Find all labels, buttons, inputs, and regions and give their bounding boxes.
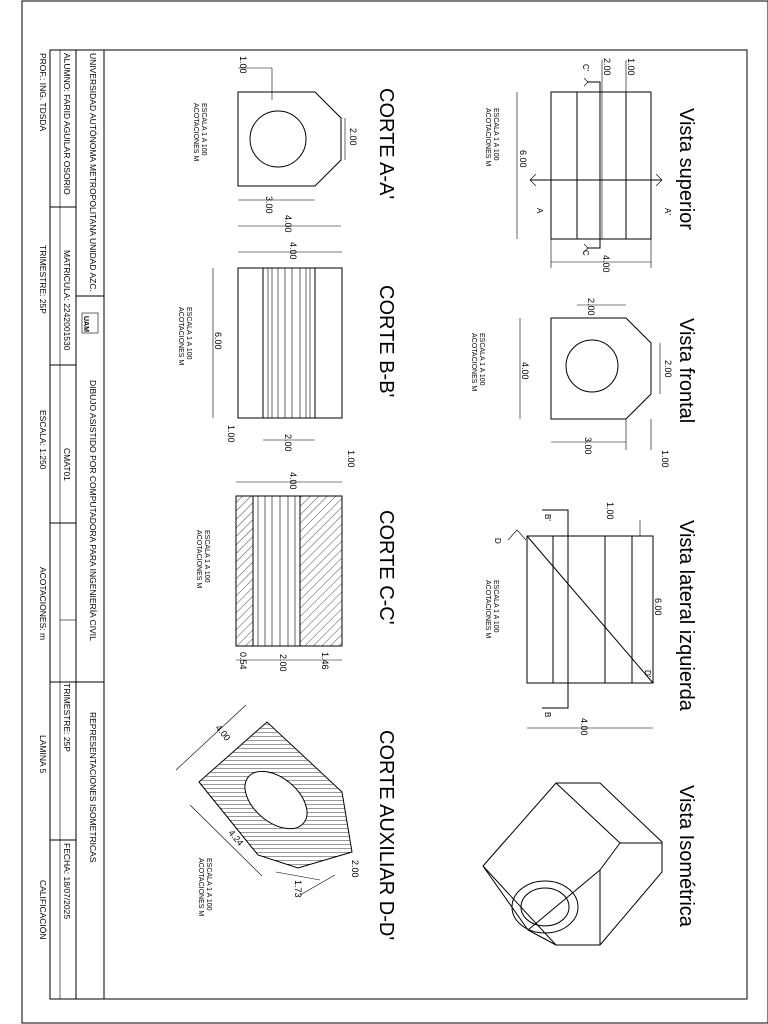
escala: ESCALA: 1:250 [38,410,48,470]
lamina: LAMINA 5 [38,735,48,774]
dim-fro-200b: 2.00 [663,360,673,378]
marker-b: B [543,712,552,717]
scale-note-fro: ESCALA 1 A 100 [478,333,485,386]
dim-sup-600: 6.00 [518,150,528,168]
dim-dd-173: 1.73 [293,880,303,898]
title-corte-cc: CORTE C-C' [375,510,397,625]
dim-lat-600: 6.00 [653,598,663,616]
matricula: MATRICULA: 2242001530 [62,250,72,351]
course-name: DIBUJO ASISTIDO POR COMPUTADORA PARA ING… [88,380,98,641]
dim-aa-300: 3.00 [264,196,274,214]
frame-border [49,49,748,1000]
scale-note-sup: ESCALA 1 A 100 [492,108,499,161]
dim-bb-100a: 1.00 [226,425,236,443]
title-corte-bb: CORTE B-B' [375,285,397,397]
dim-dd-200: 2.00 [350,860,360,878]
dim-cc-400: 4.00 [288,472,298,490]
vista-superior [516,60,663,268]
title-vista-lateral: Vista lateral izquierda [675,520,697,712]
units-note-sup: ACOTACIONES M [484,108,491,166]
vista-lateral [507,509,654,729]
title-corte-dd: CORTE AUXILIAR D-D' [375,730,397,940]
title-corte-aa: CORTE A-A' [375,88,397,199]
corte-dd [175,704,353,896]
calificacion: CALIFICACIÓN [38,880,48,940]
professor-name: PROF.: ING. TDSDA [38,53,48,132]
dim-fro-400: 4.00 [520,362,530,380]
dim-sup-100: 1.00 [626,58,636,76]
scale-note-cc: ESCALA 1 A 100 [203,530,210,583]
units-note-cc: ACOTACIONES M [195,530,202,588]
marker-a-prime: A' [663,208,672,215]
scale-note-aa: ESCALA 1 A 100 [200,103,207,156]
dim-aa-400: 4.00 [283,215,293,233]
scale-note-lat: ESCALA 1 A 100 [492,580,499,633]
units-note-fro: ACOTACIONES M [470,333,477,391]
university-logo: UAM [81,312,99,334]
trimestre-2: TRIMESTRE: 25P [62,683,72,752]
scale-note-dd: ESCALA 1 A 100 [205,858,212,911]
dim-bb-200: 2.00 [283,434,293,452]
dim-lat-100: 1.00 [605,502,615,520]
dim-sup-400: 4.00 [601,255,611,273]
marker-c-prime-top: C' [581,64,590,72]
marker-c-bottom: C [581,250,590,256]
dim-aa-100: 1.00 [238,56,248,74]
units-note-lat: ACOTACIONES M [484,580,491,638]
corte-aa [237,67,346,227]
units-note-bb: ACOTACIONES M [177,307,184,365]
subject: REPRESENTACIONES ISOMETRICAS [88,712,98,863]
title-vista-frontal: Vista frontal [675,318,697,423]
marker-a: A [535,208,544,214]
acotaciones: ACOTACIONES: m [38,567,48,640]
student-name: ALUMNO: FARID AGUILAR OSORIO [62,53,72,195]
dim-sup-200: 2.00 [602,58,612,76]
corte-cc [235,481,343,661]
dim-bb-100b: 1.00 [346,450,356,468]
dim-aa-200: 2.00 [348,128,358,146]
dim-bb-400: 4.00 [288,242,298,260]
scale-note-bb: ESCALA 1 A 100 [185,307,192,360]
dim-cc-200: 2.00 [278,654,288,672]
dim-cc-054: 0.54 [238,652,248,670]
trimestre-1: TRIMESTRE: 25P [38,245,48,314]
dim-fro-300: 3.00 [583,437,593,455]
units-note-dd: ACOTACIONES M [197,858,204,916]
marker-d: D [493,538,502,544]
dim-fro-200a: 2.00 [586,298,596,316]
sheet-border [21,0,768,1024]
svg-text:UAM: UAM [82,316,89,332]
units-note-aa: ACOTACIONES M [192,103,199,161]
corte-bb [212,251,343,441]
dim-fro-100: 1.00 [660,450,670,468]
dim-cc-146: 1.46 [320,652,330,670]
marker-d-prime: D' [643,670,652,678]
university-name: UNIVERSIDAD AUTÓNOMA METROPOLITANA UNIDA… [88,53,98,292]
group-code: CMAT01 [62,448,72,481]
title-vista-isometrica: Vista Isométrica [675,785,697,928]
vista-isometrica [482,782,663,946]
fecha: FECHA: 18/07/2025 [62,843,72,919]
title-block: UNIVERSIDAD AUTÓNOMA METROPOLITANA UNIDA… [38,50,105,999]
dim-bb-600: 6.00 [213,332,223,350]
marker-b-prime: B' [543,514,552,521]
vista-frontal [519,304,661,450]
title-vista-superior: Vista superior [675,108,697,230]
dim-lat-400: 4.00 [579,718,589,736]
